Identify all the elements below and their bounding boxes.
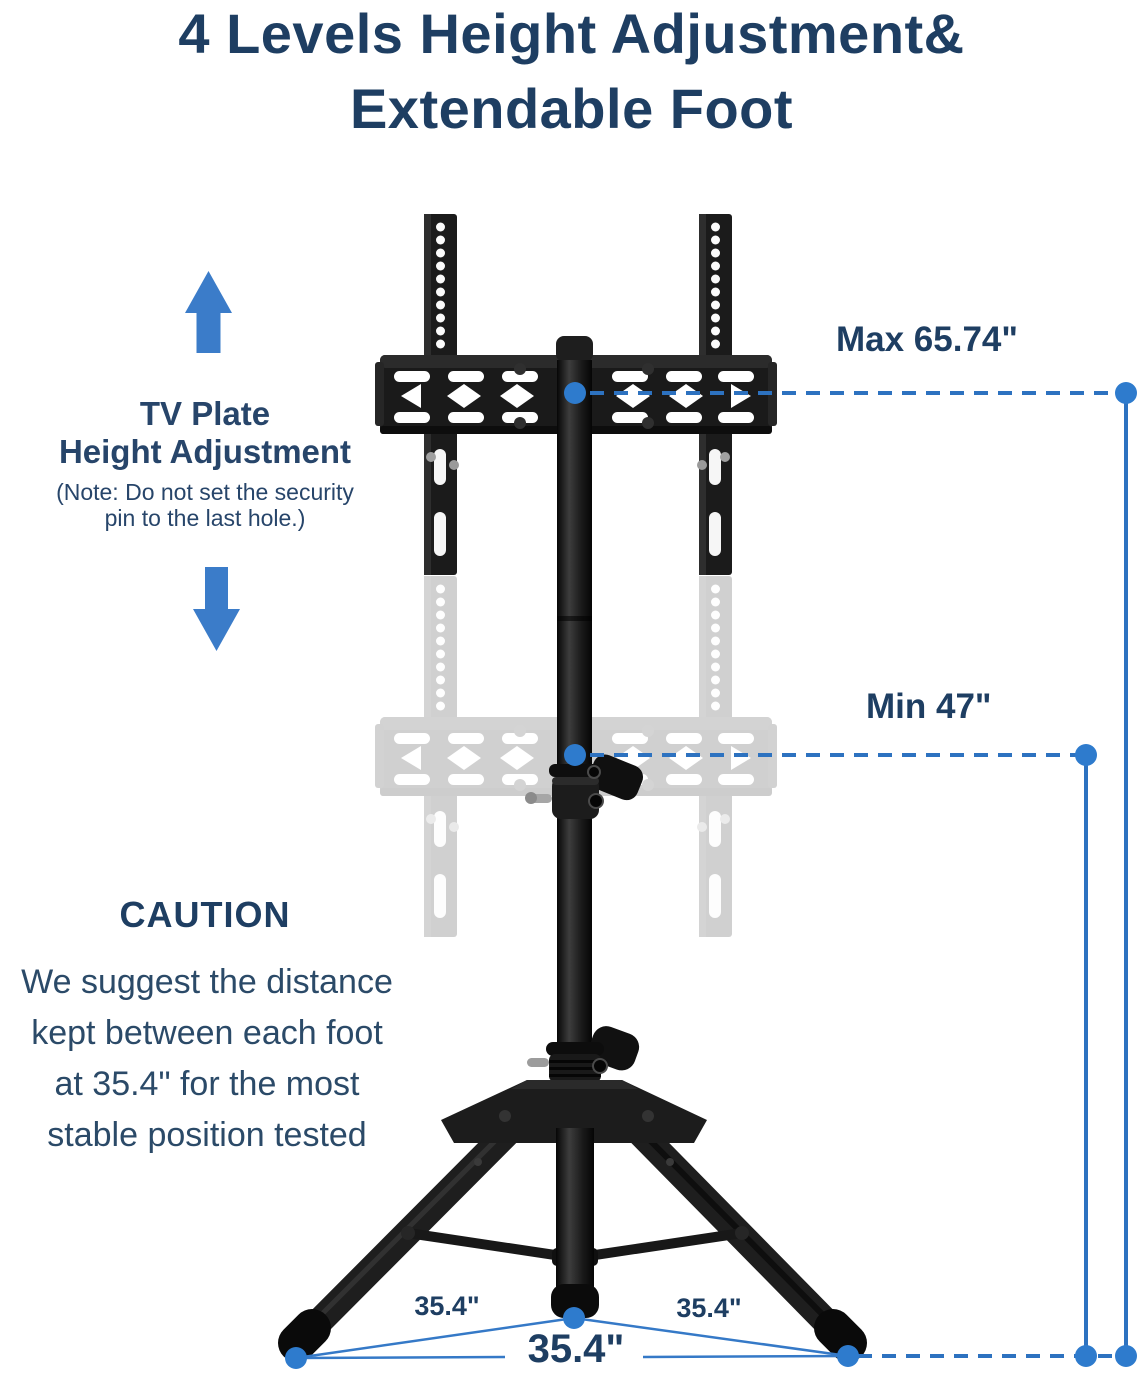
foot-distance-annotation xyxy=(285,1307,1137,1369)
tv-plate-adjustment-heading: TV Plate Height Adjustment xyxy=(58,395,352,470)
tripod-hub xyxy=(441,1080,707,1143)
caution-heading: CAUTION xyxy=(119,894,291,935)
tripod-front-leg xyxy=(551,1128,599,1318)
up-arrow-icon xyxy=(185,271,232,353)
min-height-label: Min 47" xyxy=(866,687,992,726)
height-lock-clamp-lower xyxy=(527,1026,640,1082)
foot-distance-left-label: 35.4" xyxy=(414,1291,480,1321)
caution-body: We suggest the distance kept between eac… xyxy=(21,963,393,1154)
min-height-annotation xyxy=(564,744,1097,1356)
max-height-annotation xyxy=(564,382,1137,1356)
stand-pole xyxy=(556,336,593,1080)
height-lock-clamp-upper xyxy=(525,754,644,819)
down-arrow-icon xyxy=(193,567,240,651)
foot-distance-front-label: 35.4" xyxy=(527,1327,625,1371)
foot-distance-right-label: 35.4" xyxy=(676,1293,742,1323)
max-height-label: Max 65.74" xyxy=(836,320,1018,359)
page-title: 4 Levels Height Adjustment& Extendable F… xyxy=(178,2,965,140)
tv-plate-adjustment-note: (Note: Do not set the security pin to th… xyxy=(56,479,354,531)
